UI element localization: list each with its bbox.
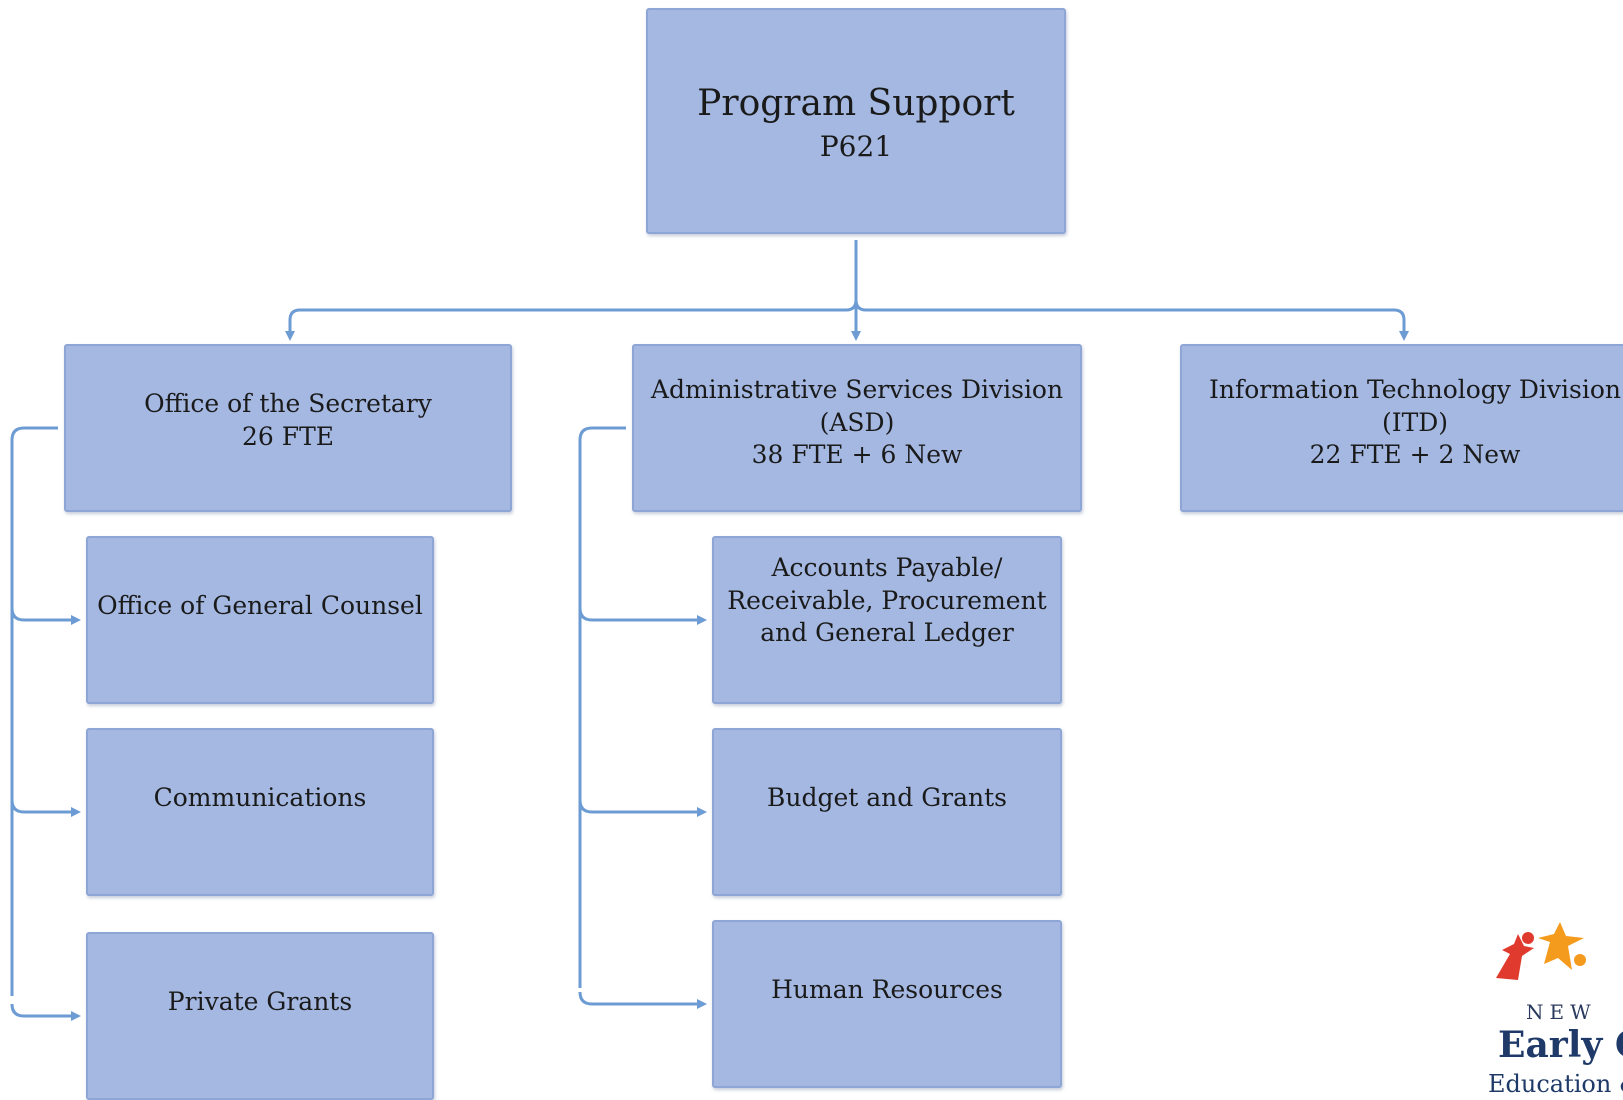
connector-to-itd	[854, 299, 1409, 341]
office-of-the-secretary-box: Office of the Secretary 26 FTE	[64, 344, 512, 512]
box-label: Administrative Services Division	[650, 375, 1064, 404]
human-resources-box: Human Resources	[712, 920, 1062, 1088]
connector-to-private-grants	[10, 1003, 81, 1021]
connector-to-communications	[10, 799, 81, 817]
connector-to-office-secretary	[285, 299, 858, 341]
logo-figures-icon	[1496, 922, 1586, 980]
private-grants-box: Private Grants	[86, 932, 434, 1100]
box-label: Office of General Counsel	[97, 591, 423, 620]
program-support-box: Program Support P621	[646, 8, 1066, 234]
connector-to-human-resources	[578, 991, 707, 1009]
administrative-services-division-box: Administrative Services Division (ASD) 3…	[632, 344, 1082, 512]
office-of-general-counsel-box: Office of General Counsel	[86, 536, 434, 704]
box-label: 22 FTE + 2 New	[1309, 440, 1521, 469]
logo-education-text: Education & C	[1488, 1070, 1623, 1098]
box-label: (ITD)	[1381, 407, 1449, 437]
early-childhood-logo: NEW Early C Education & C	[1488, 920, 1623, 1098]
logo-early-text: Early C	[1498, 1024, 1623, 1066]
box-label: Budget and Grants	[766, 783, 1008, 812]
box-label: (ASD)	[819, 407, 895, 437]
box-label: and General Ledger	[760, 618, 1014, 647]
program-support-title: Program Support	[697, 83, 1015, 124]
logo-new-text: NEW	[1526, 1000, 1597, 1024]
information-technology-division-box: Information Technology Division (ITD) 22…	[1180, 344, 1623, 512]
connector-to-budget-grants	[578, 799, 707, 817]
box-label: Office of the Secretary	[144, 389, 432, 418]
box-label: Communications	[153, 783, 367, 812]
communications-box: Communications	[86, 728, 434, 896]
box-label: Information Technology Division	[1208, 375, 1622, 404]
accounts-payable-box: Accounts Payable/ Receivable, Procuremen…	[712, 536, 1062, 704]
box-label: Private Grants	[167, 987, 353, 1016]
box-label: Receivable, Procurement	[727, 585, 1047, 615]
box-label: Human Resources	[771, 975, 1003, 1004]
program-support-code: P621	[819, 129, 893, 163]
connector-to-general-counsel	[10, 607, 81, 625]
budget-and-grants-box: Budget and Grants	[712, 728, 1062, 896]
asd-trunk	[578, 426, 626, 988]
box-label: 26 FTE	[241, 421, 335, 451]
box-label: Accounts Payable/	[771, 553, 1003, 582]
ots-trunk	[10, 426, 58, 996]
connector-to-accounts-payable	[578, 607, 707, 625]
box-label: 38 FTE + 6 New	[751, 440, 963, 469]
